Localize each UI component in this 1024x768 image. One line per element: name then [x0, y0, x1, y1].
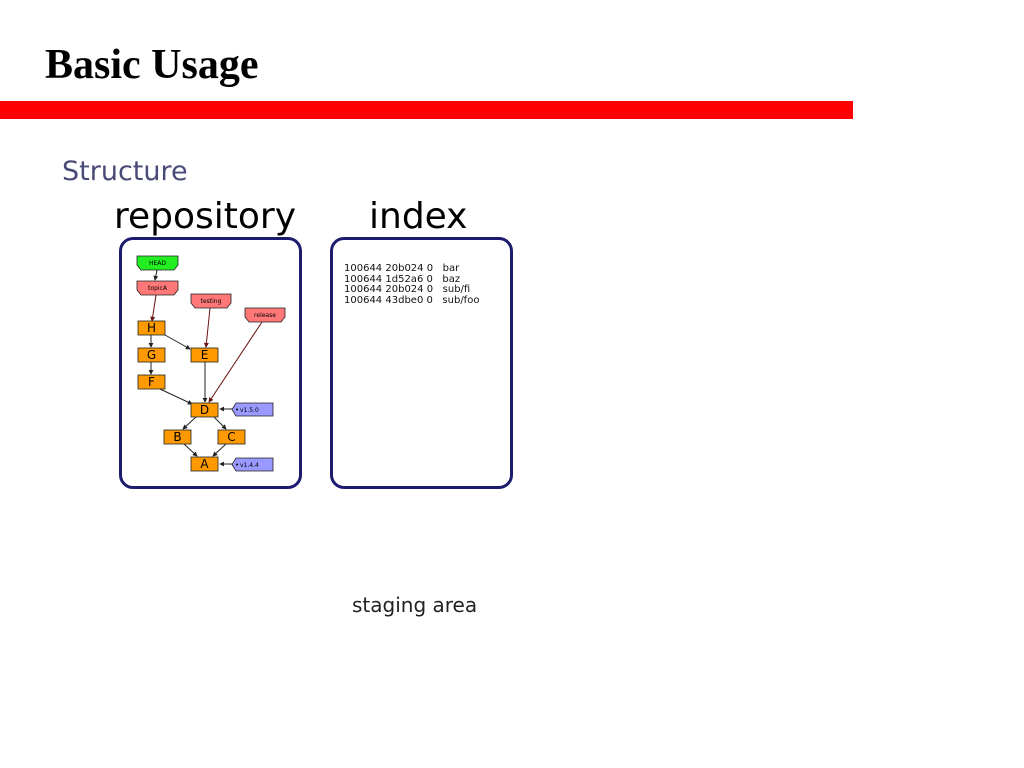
- tag-v144: v1.4.4: [231, 457, 274, 472]
- index-header: index: [369, 196, 468, 237]
- index-entries: 100644 20b024 0 bar 100644 1d52a6 0 baz …: [344, 263, 480, 306]
- commit-a: A: [190, 456, 219, 472]
- ref-topica: topicA: [136, 280, 179, 296]
- index-entry: 100644 1d52a6 0 baz: [344, 273, 461, 285]
- ref-testing-label: testing: [201, 298, 222, 305]
- slide-title: Basic Usage: [45, 42, 259, 88]
- tag-v144-label: v1.4.4: [240, 462, 259, 469]
- tag-v150: v1.5.0: [231, 402, 274, 417]
- commit-h: H: [137, 320, 166, 336]
- commit-a-label: A: [200, 457, 209, 471]
- commit-g-label: G: [147, 348, 156, 362]
- commit-d: D: [190, 402, 219, 418]
- commit-e: E: [190, 347, 219, 363]
- ref-testing: testing: [190, 293, 232, 309]
- commit-f-label: F: [148, 375, 155, 389]
- ref-head: HEAD: [136, 255, 179, 271]
- commit-g: G: [137, 347, 166, 363]
- commit-c-label: C: [227, 430, 235, 444]
- commit-d-label: D: [200, 403, 209, 417]
- commit-c: C: [217, 429, 246, 445]
- commit-b-label: B: [173, 430, 181, 444]
- commit-f: F: [137, 374, 166, 390]
- index-panel: [330, 237, 513, 489]
- index-entry: 100644 20b024 0 bar: [344, 263, 460, 274]
- commit-e-label: E: [201, 348, 209, 362]
- graph-edges: [148, 269, 263, 467]
- staging-area-caption: staging area: [352, 593, 478, 617]
- section-subtitle: Structure: [62, 156, 188, 187]
- tag-v150-label: v1.5.0: [240, 407, 259, 414]
- commit-h-label: H: [147, 321, 156, 335]
- commit-b: B: [163, 429, 192, 445]
- ref-release: release: [244, 307, 286, 323]
- title-divider-bar: [0, 101, 853, 119]
- ref-topica-label: topicA: [148, 285, 168, 292]
- index-entry: 100644 43dbe0 0 sub/foo: [344, 294, 480, 306]
- repository-header: repository: [114, 196, 297, 237]
- ref-release-label: release: [254, 312, 276, 319]
- repository-panel: [119, 237, 302, 489]
- index-entry: 100644 20b024 0 sub/fi: [344, 284, 471, 295]
- ref-head-label: HEAD: [149, 260, 166, 267]
